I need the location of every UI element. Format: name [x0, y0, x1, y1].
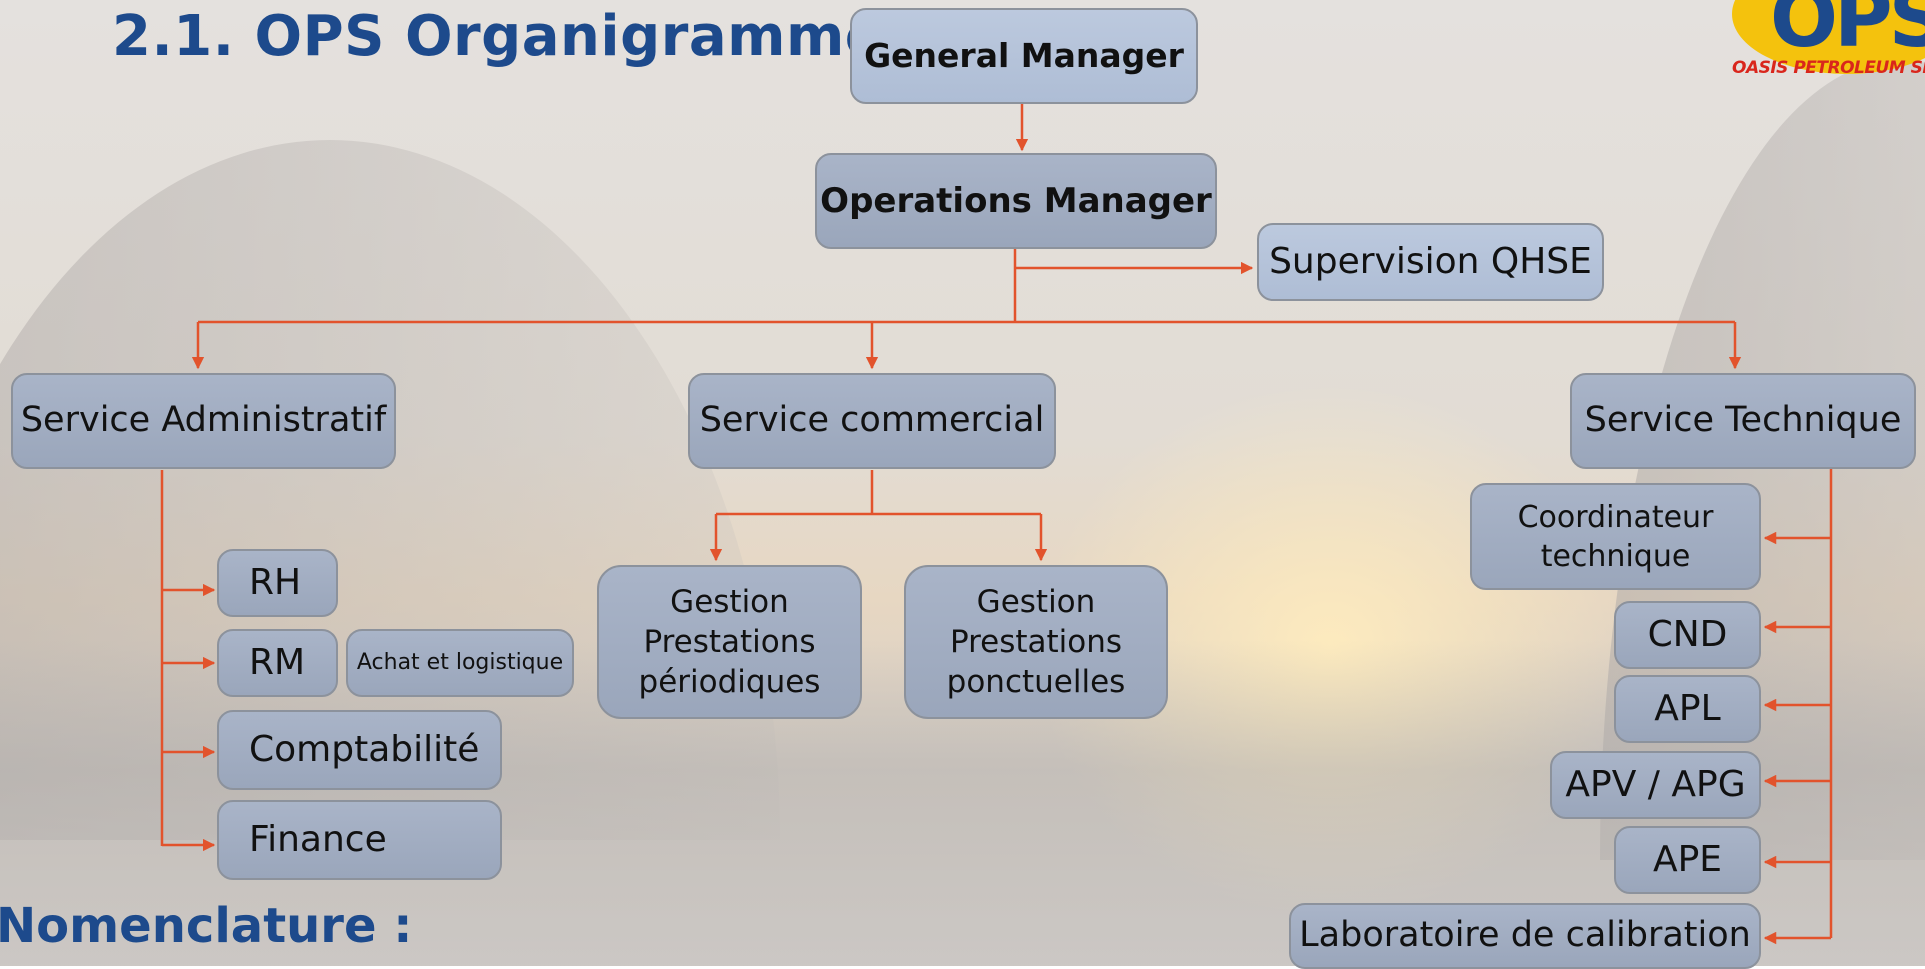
node-label: Laboratoire de calibration — [1299, 915, 1751, 956]
node-label: Achat et logistique — [356, 649, 564, 675]
node-ape: APE — [1614, 826, 1761, 894]
ops-logo: OPS OASIS PETROLEUM SERVICES — [1728, 0, 1925, 94]
node-label-line: technique — [1540, 538, 1691, 574]
nomenclature-heading: Nomenclature : — [0, 898, 413, 954]
node-rh: RH — [217, 549, 338, 617]
logo-text: OASIS PETROLEUM SERVICES — [1732, 58, 1925, 78]
node-label: CND — [1647, 613, 1728, 655]
node-label: APL — [1654, 687, 1721, 729]
node-label: Service Administratif — [20, 400, 387, 441]
node-rm: RM — [217, 629, 338, 697]
node-service-technique: Service Technique — [1570, 373, 1916, 469]
node-general-manager: General Manager — [850, 8, 1198, 104]
node-gestion-ponctuelles: Gestion Prestations ponctuelles — [904, 565, 1168, 719]
node-label: Comptabilité — [249, 728, 480, 770]
node-label-line: Coordinateur — [1517, 499, 1714, 535]
logo-letters: OPS — [1770, 0, 1925, 65]
node-gestion-periodiques: Gestion Prestations périodiques — [597, 565, 862, 719]
node-label: APV / APG — [1565, 763, 1746, 805]
node-label: APE — [1652, 838, 1723, 880]
node-service-commercial: Service commercial — [688, 373, 1056, 469]
page-title: 2.1. OPS Organigramme — [112, 4, 884, 69]
node-service-administratif: Service Administratif — [11, 373, 396, 469]
node-label: Service commercial — [699, 400, 1045, 441]
node-comptabilite: Comptabilité — [217, 710, 502, 790]
node-achat-logistique: Achat et logistique — [346, 629, 574, 697]
node-cnd: CND — [1614, 601, 1761, 669]
node-label: RH — [249, 561, 302, 603]
node-coordinateur-technique: Coordinateur technique — [1470, 483, 1761, 590]
node-label: General Manager — [864, 35, 1184, 75]
node-label-line: Gestion — [670, 583, 789, 620]
node-label-line: Gestion — [976, 583, 1096, 620]
node-label-line: Prestations — [643, 623, 816, 660]
node-label-line: ponctuelles — [946, 664, 1126, 701]
node-label: Finance — [249, 818, 387, 860]
node-label-line: périodiques — [638, 664, 821, 701]
node-label: Service Technique — [1584, 400, 1902, 441]
node-operations-manager: Operations Manager — [815, 153, 1217, 249]
node-label: RM — [249, 641, 306, 683]
node-laboratoire-calibration: Laboratoire de calibration — [1289, 903, 1761, 969]
node-finance: Finance — [217, 800, 502, 880]
node-label-line: Prestations — [949, 623, 1123, 660]
node-label: Supervision QHSE — [1269, 240, 1592, 282]
node-apv-apg: APV / APG — [1550, 751, 1761, 819]
node-supervision-qhse: Supervision QHSE — [1257, 223, 1604, 301]
node-apl: APL — [1614, 675, 1761, 743]
node-label: Operations Manager — [820, 180, 1212, 221]
